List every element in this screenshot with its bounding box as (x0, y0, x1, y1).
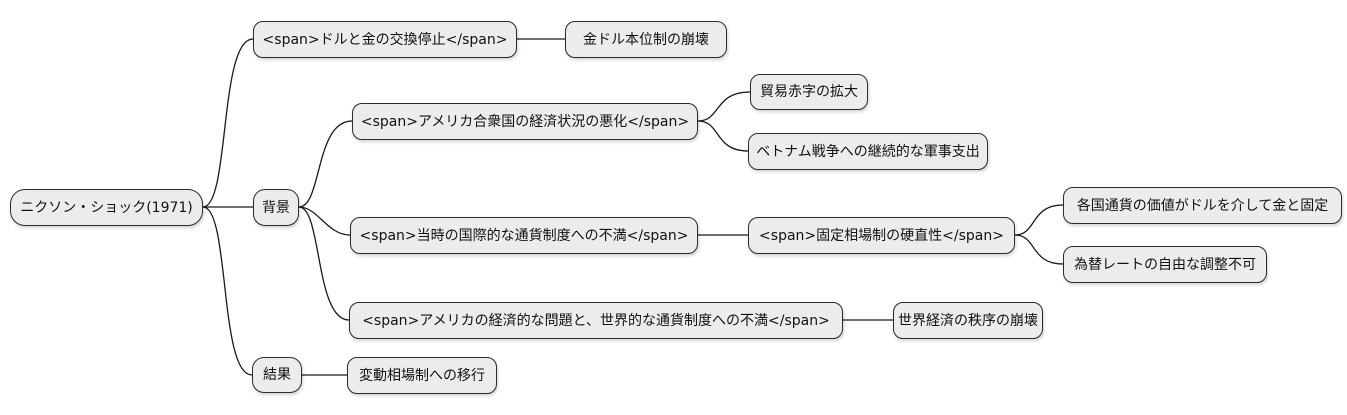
edge-background-to-currency-system-discontent (298, 206, 351, 236)
node-nixon-shock-root: ニクソン・ショック(1971) (10, 189, 203, 226)
edge-background-to-us-problems-global-discontent (298, 206, 350, 321)
node-world-economic-order-collapse: 世界経済の秩序の崩壊 (893, 302, 1043, 339)
node-result: 結果 (252, 357, 302, 393)
edge-us-economic-decline-to-vietnam-spending (697, 120, 749, 152)
edge-fixed-rate-rigidity-to-pegged-to-gold (1014, 204, 1064, 236)
node-dollar-gold-exchange-stop: <span>ドルと金の交換停止</span> (253, 21, 517, 58)
edge-root-to-dollar-gold-stop (202, 38, 254, 208)
edge-background-to-us-economic-decline (298, 120, 353, 208)
node-background: 背景 (253, 189, 299, 226)
node-gold-dollar-standard-collapse: 金ドル本位制の崩壊 (565, 21, 727, 58)
node-fixed-exchange-rate-rigidity: <span>固定相場制の硬直性</span> (748, 217, 1015, 254)
node-currencies-pegged-to-gold-via-dollar: 各国通貨の価値がドルを介して金と固定 (1063, 187, 1342, 224)
edge-root-to-result (202, 206, 253, 376)
node-currency-system-discontent: <span>当時の国際的な通貨制度への不満</span> (350, 217, 698, 254)
node-vietnam-war-military-spending: ベトナム戦争への継続的な軍事支出 (748, 133, 988, 170)
node-us-economic-decline: <span>アメリカ合衆国の経済状況の悪化</span> (352, 103, 698, 140)
node-floating-exchange-rate-shift: 変動相場制への移行 (347, 357, 497, 394)
node-no-free-exchange-rate-adjustment: 為替レートの自由な調整不可 (1063, 246, 1267, 283)
edge-fixed-rate-rigidity-to-no-free-adjustment (1014, 234, 1064, 265)
node-us-problems-and-global-discontent: <span>アメリカの経済的な問題と、世界的な通貨制度への不満</span> (349, 302, 843, 339)
node-trade-deficit-expansion: 貿易赤字の拡大 (750, 74, 868, 110)
edge-us-economic-decline-to-trade-deficit (697, 91, 751, 122)
